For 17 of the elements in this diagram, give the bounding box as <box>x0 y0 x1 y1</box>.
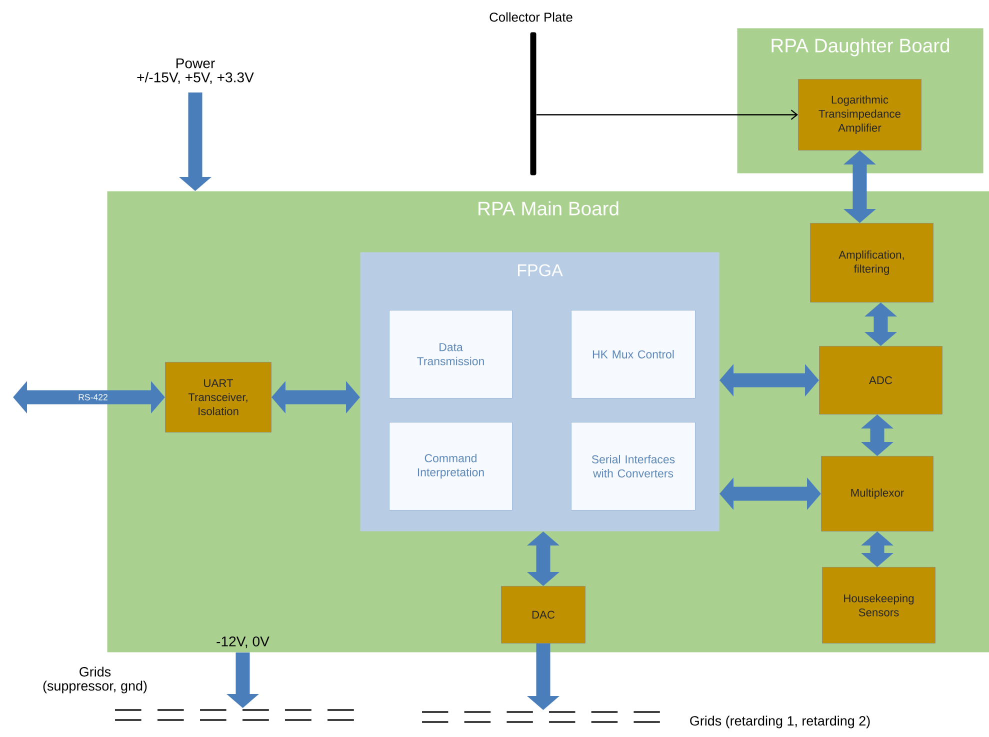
edge-label: -12V, 0V <box>214 635 271 650</box>
arrow <box>536 110 798 120</box>
component-box: DAC <box>501 586 586 644</box>
function-box: Command Interpretation <box>389 422 512 510</box>
component-box: Amplification, filtering <box>810 223 934 302</box>
side-label: Collector Plate <box>490 12 572 22</box>
function-box: Data Transmission <box>389 310 512 398</box>
function-box: HK Mux Control <box>571 310 696 398</box>
component-box: Housekeeping Sensors <box>822 567 936 644</box>
grid-label: Grids (suppressor, gnd) <box>43 666 147 694</box>
power-label: Power +/-15V, +5V, +3.3V <box>137 58 254 84</box>
component-box: Logarithmic Transimpedance Amplifier <box>798 79 922 150</box>
component-box: UART Transceiver, Isolation <box>165 362 272 432</box>
grid-label: Grids (retarding 1, retarding 2) <box>690 716 870 728</box>
component-box: ADC <box>819 346 942 414</box>
function-box: Serial Interfaces with Converters <box>571 422 696 510</box>
component-box: Multiplexor <box>821 456 934 532</box>
